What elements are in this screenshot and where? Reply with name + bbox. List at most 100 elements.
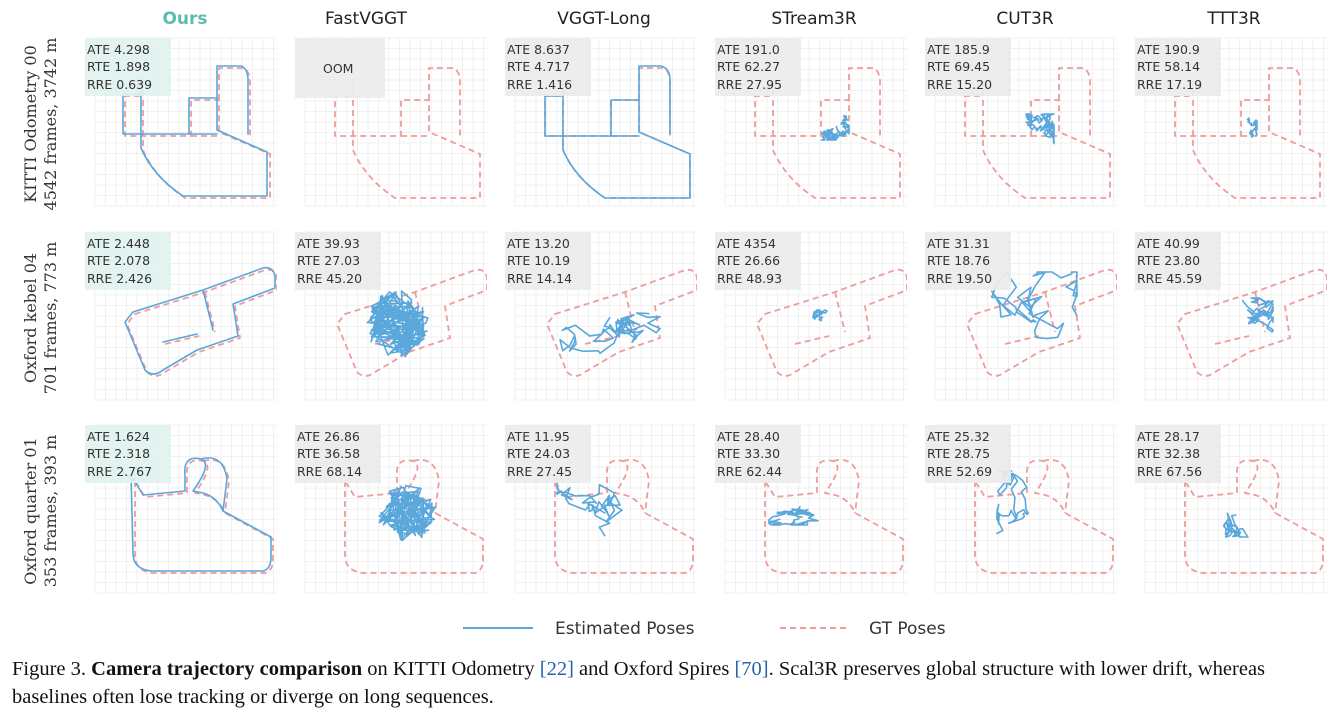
- estimated-trajectory: [122, 65, 268, 197]
- metric-ate: ATE 40.99: [1137, 236, 1200, 251]
- metrics-box: [505, 232, 591, 290]
- metrics-box: [715, 232, 801, 290]
- metric-rte: RTE 26.66: [717, 253, 780, 268]
- metrics-box: [85, 38, 171, 96]
- metric-ate: ATE 8.637: [507, 42, 570, 57]
- metric-rre: RRE 2.767: [87, 464, 152, 479]
- caption-part1: on KITTI Odometry: [367, 658, 535, 680]
- column-title-stream3r: STream3R: [771, 9, 857, 29]
- metric-rre: RRE 67.56: [1137, 464, 1202, 479]
- column-title-ours: Ours: [162, 9, 207, 29]
- metric-rre: RRE 45.20: [297, 271, 362, 286]
- metrics-box: [1135, 232, 1221, 290]
- metric-ate: ATE 4.298: [87, 42, 150, 57]
- estimated-trajectory: [544, 65, 691, 199]
- metric-rte: RTE 33.30: [717, 446, 780, 461]
- metric-ate: ATE 2.448: [87, 236, 150, 251]
- metric-ate: ATE 39.93: [297, 236, 360, 251]
- metric-rte: RTE 27.03: [297, 253, 360, 268]
- metric-ate: ATE 28.17: [1137, 429, 1200, 444]
- row-label-dataset: Oxford kebel 04: [21, 253, 40, 383]
- metric-rre: RRE 68.14: [297, 464, 362, 479]
- oom-label: OOM: [323, 61, 353, 76]
- gt-trajectory: [334, 67, 481, 199]
- gt-trajectory: [966, 268, 1117, 377]
- metric-rte: RTE 2.078: [87, 253, 150, 268]
- estimated-trajectory: [559, 312, 661, 354]
- gt-trajectory: [554, 459, 694, 574]
- metric-rre: RRE 2.426: [87, 271, 152, 286]
- metric-rre: RRE 45.59: [1137, 271, 1202, 286]
- metrics-box: [85, 232, 171, 290]
- column-title-ttt3r: TTT3R: [1206, 9, 1260, 29]
- estimated-trajectory: [812, 309, 828, 322]
- gt-trajectory: [1184, 459, 1324, 574]
- metric-ate: ATE 26.86: [297, 429, 360, 444]
- estimated-trajectory: [1025, 113, 1055, 145]
- row-label-frames: 701 frames, 773 m: [41, 242, 60, 395]
- figure-caption: Figure 3. Camera trajectory comparison o…: [12, 655, 1332, 711]
- metric-ate: ATE 185.9: [927, 42, 990, 57]
- metric-rte: RTE 2.318: [87, 446, 150, 461]
- estimated-trajectory: [1222, 512, 1249, 538]
- estimated-trajectory: [378, 484, 437, 541]
- estimated-trajectory: [366, 290, 429, 358]
- metric-rte: RTE 62.27: [717, 59, 780, 74]
- metric-ate: ATE 25.32: [927, 429, 990, 444]
- metric-ate: ATE 191.0: [717, 42, 780, 57]
- metric-rre: RRE 14.14: [507, 271, 572, 286]
- column-title-vggt-long: VGGT-Long: [557, 9, 650, 29]
- legend-gt-label: GT Poses: [869, 619, 946, 639]
- metric-rte: RTE 36.58: [297, 446, 360, 461]
- metrics-box: [925, 38, 1011, 96]
- metric-rte: RTE 24.03: [507, 446, 570, 461]
- metrics-box: [1135, 38, 1221, 96]
- panel-grid: [724, 37, 907, 207]
- metric-ate: ATE 31.31: [927, 236, 990, 251]
- metrics-box: [505, 38, 591, 96]
- metrics-box: [295, 38, 385, 98]
- gt-trajectory: [126, 268, 277, 377]
- row-label-frames: 353 frames, 393 m: [41, 435, 60, 588]
- metrics-box: [295, 232, 381, 290]
- metric-rte: RTE 4.717: [507, 59, 570, 74]
- estimated-trajectory: [768, 506, 819, 526]
- caption-ref-oxford[interactable]: [70]: [734, 658, 769, 680]
- caption-label: Figure 3.: [12, 658, 87, 680]
- legend-estimated-label: Estimated Poses: [555, 619, 695, 639]
- metric-rre: RRE 52.69: [927, 464, 992, 479]
- metric-rte: RTE 18.76: [927, 253, 990, 268]
- metrics-box: [925, 425, 1011, 483]
- column-title-fastvggt: FastVGGT: [325, 9, 408, 29]
- gt-trajectory: [1174, 67, 1321, 199]
- metric-rre: RRE 1.416: [507, 77, 572, 92]
- metric-ate: ATE 28.40: [717, 429, 780, 444]
- metric-rte: RTE 69.45: [927, 59, 990, 74]
- metric-rre: RRE 15.20: [927, 77, 992, 92]
- metric-rte: RTE 1.898: [87, 59, 150, 74]
- metrics-box: [295, 425, 381, 483]
- row-label-dataset: KITTI Odometry 00: [21, 45, 40, 203]
- gt-trajectory: [974, 459, 1114, 574]
- metric-rre: RRE 0.639: [87, 77, 152, 92]
- metric-rte: RTE 32.38: [1137, 446, 1200, 461]
- estimated-trajectory: [820, 115, 850, 141]
- metric-rte: RTE 23.80: [1137, 253, 1200, 268]
- metric-rte: RTE 10.19: [507, 253, 570, 268]
- legend: Estimated Poses GT Poses: [463, 619, 946, 639]
- metrics-box: [505, 425, 591, 483]
- caption-ref-kitti[interactable]: [22]: [539, 658, 574, 680]
